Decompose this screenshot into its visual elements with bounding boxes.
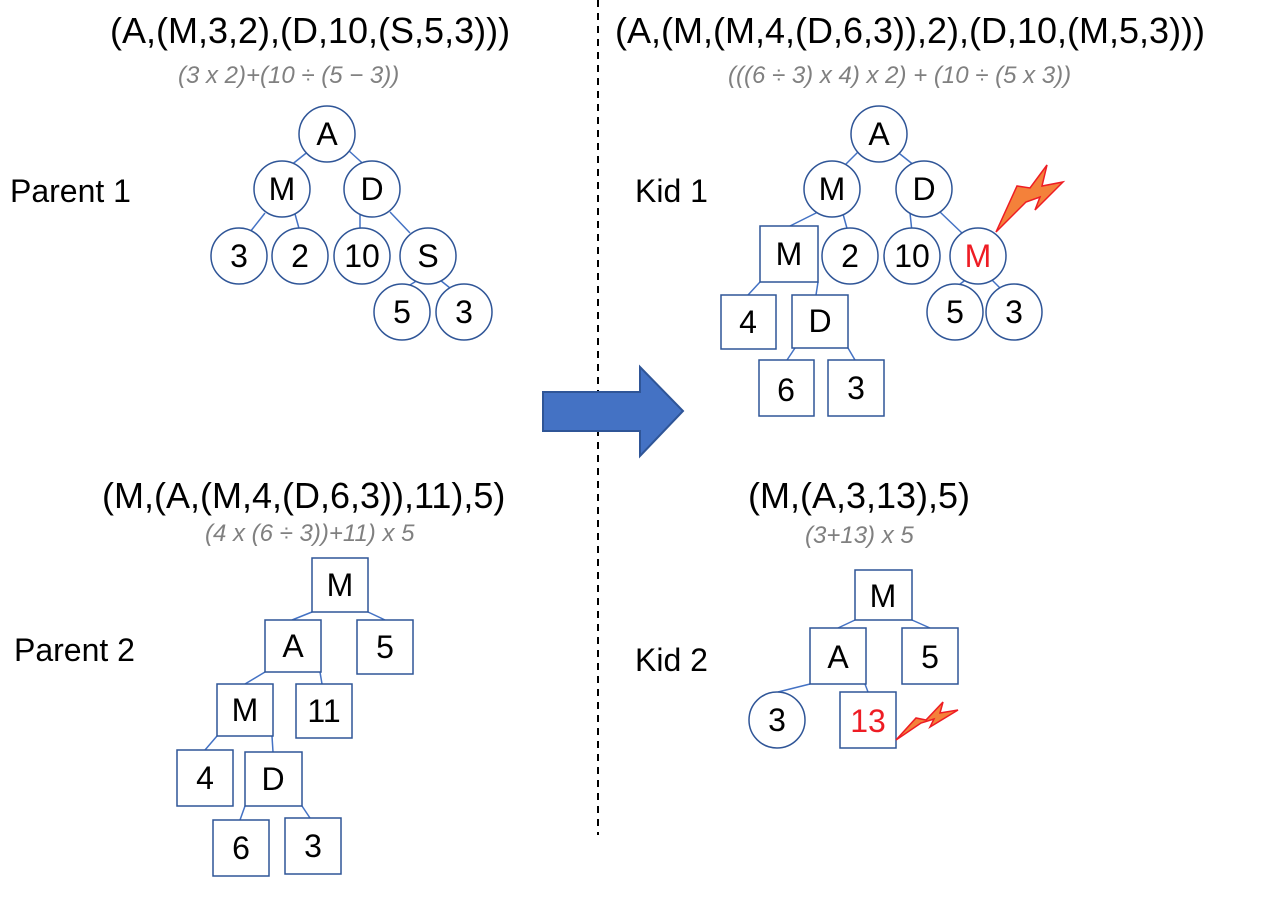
parent2-node-4: 4 (196, 760, 214, 796)
kid2-expression: (M,(A,3,13),5) (748, 475, 971, 516)
parent2-node-11: 11 (307, 693, 340, 729)
kid1-formula: (((6 ÷ 3) x 4) x 2) + (10 ÷ (5 x 3)) (728, 62, 1072, 89)
kid2-label: Kid 2 (635, 642, 708, 678)
parent1-expression: (A,(M,3,2),(D,10,(S,5,3))) (110, 10, 511, 51)
parent1-node-3: 3 (230, 238, 248, 274)
right-arrow-icon (542, 364, 685, 459)
parent2-node-m2: M (232, 692, 259, 728)
parent1-node-m: M (269, 171, 296, 207)
parent2-node-6: 6 (232, 830, 250, 866)
parent1-label: Parent 1 (10, 173, 131, 209)
parent2-node-3: 3 (304, 828, 322, 864)
lightning-bolt-icon (895, 701, 959, 741)
kid2-node-a: A (827, 639, 849, 675)
parent1-node-d: D (360, 171, 383, 207)
kid1-expression: (A,(M,(M,4,(D,6,3)),2),(D,10,(M,5,3))) (615, 10, 1206, 51)
parent1-node-2: 2 (291, 238, 309, 274)
kid2-formula: (3+13) x 5 (805, 522, 914, 549)
kid2-node-5: 5 (921, 639, 939, 675)
kid1-node-a: A (868, 116, 890, 152)
parent2-node-m: M (327, 567, 354, 603)
kid1-node-4: 4 (739, 304, 757, 340)
parent1-node-a: A (316, 116, 338, 152)
kid1-node-3b: 3 (847, 370, 865, 406)
kid2-node-mutated-13: 13 (850, 703, 886, 739)
kid1-node-6: 6 (777, 372, 795, 408)
parent1-node-10: 10 (344, 238, 380, 274)
kid1-node-5: 5 (946, 294, 964, 330)
parent2-expression: (M,(A,(M,4,(D,6,3)),11),5) (102, 475, 506, 516)
parent1-tree: A M D 3 2 10 S 5 3 (210, 105, 493, 341)
kid1-node-mutated-m: M (965, 238, 992, 274)
parent2-node-5: 5 (376, 629, 394, 665)
parent1-formula: (3 x 2)+(10 ÷ (5 − 3)) (178, 62, 400, 89)
kid2-tree: M A 5 3 13 (748, 569, 959, 749)
kid1-node-d2: D (808, 303, 831, 339)
kid1-node-3: 3 (1005, 294, 1023, 330)
parent2-tree: M A 5 M 11 4 D 6 3 (176, 557, 414, 877)
kid1-node-m2: M (776, 236, 803, 272)
parent1-node-5: 5 (393, 294, 411, 330)
kid1-node-10: 10 (894, 238, 930, 274)
kid1-node-2: 2 (841, 238, 859, 274)
parent2-formula: (4 x (6 ÷ 3))+11) x 5 (205, 520, 415, 547)
lightning-bolt-icon (995, 164, 1066, 233)
parent2-label: Parent 2 (14, 632, 135, 668)
parent1-node-3b: 3 (455, 294, 473, 330)
kid2-node-m: M (870, 578, 897, 614)
kid1-label: Kid 1 (635, 173, 708, 209)
parent2-node-d: D (261, 761, 284, 797)
kid1-tree: A M D M 2 10 M 4 D 5 3 6 3 (720, 105, 1066, 417)
kid1-node-d: D (912, 171, 935, 207)
parent2-node-a: A (282, 628, 304, 664)
kid1-node-m: M (819, 171, 846, 207)
kid2-node-3: 3 (768, 702, 786, 738)
parent1-node-s: S (417, 238, 438, 274)
